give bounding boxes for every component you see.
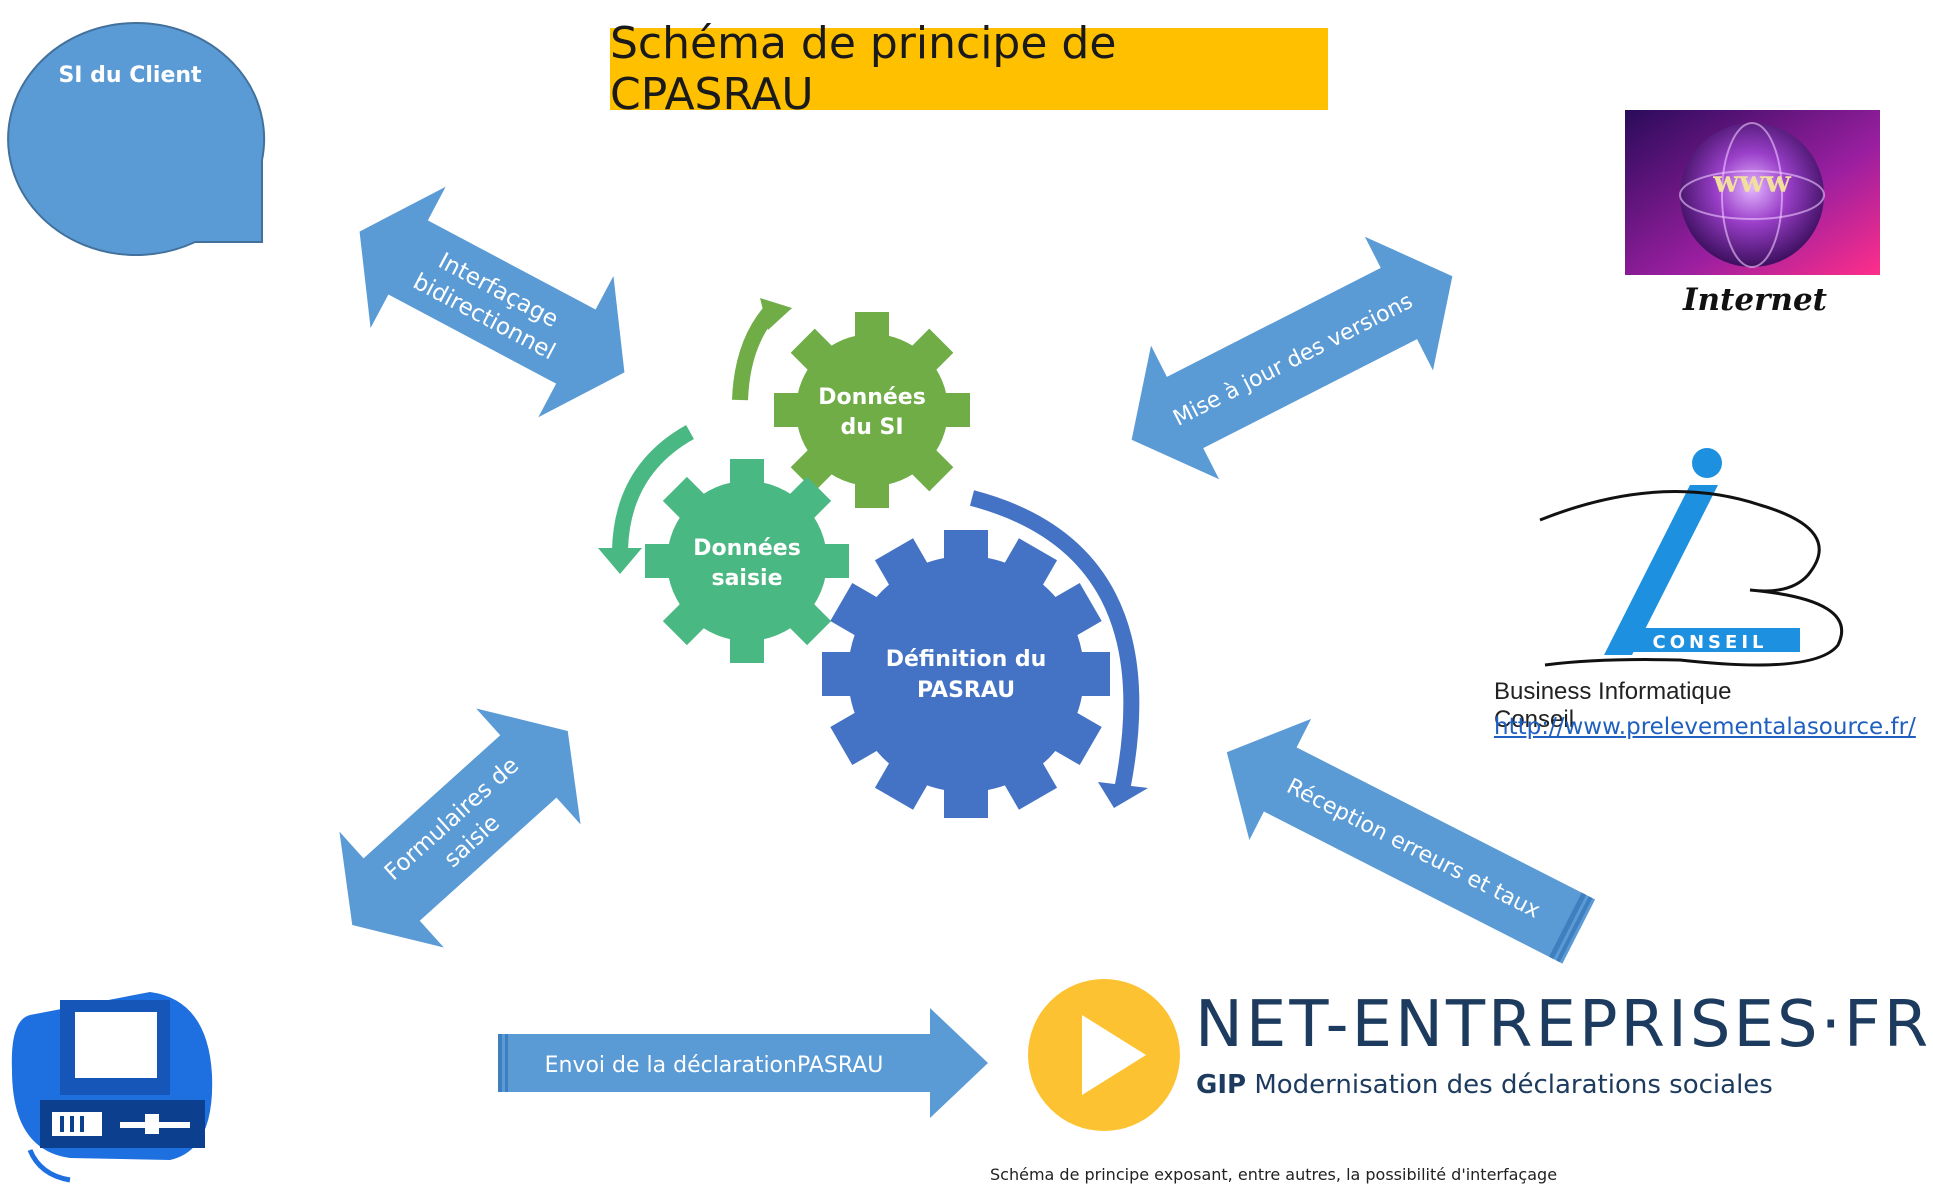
- mise-a-jour-arrow: Mise à jour des versions: [1131, 236, 1453, 480]
- cycle-arrow-teal: [598, 425, 695, 574]
- interfacage-arrow: Interfaçage bidirectionnel: [359, 186, 625, 418]
- si-client-label: SI du Client: [58, 63, 202, 88]
- reception-label: Réception erreurs et taux: [1283, 774, 1544, 924]
- net-entreprises-play-icon: [1028, 979, 1180, 1131]
- net-entreprises-sub-rest: Modernisation des déclarations sociales: [1246, 1070, 1773, 1100]
- gear-donnees-saisie-label-1: Données: [693, 536, 801, 561]
- internet-globe-image: www: [1625, 110, 1880, 275]
- bic-logo-text: CONSEIL: [1652, 632, 1767, 653]
- envoi-label: Envoi de la déclarationPASRAU: [545, 1053, 884, 1078]
- bic-website-link[interactable]: http://www.prelevementalasource.fr/: [1494, 714, 1916, 740]
- bic-logo: CONSEIL: [1539, 448, 1844, 667]
- net-entreprises-name: NET-ENTREPRISES·FR: [1195, 988, 1932, 1062]
- internet-label: Internet: [1683, 282, 1827, 318]
- computer-icon: [11, 992, 213, 1183]
- gear-donnees-si-label-1: Données: [818, 385, 926, 410]
- si-client-bubble: SI du Client: [7, 22, 266, 256]
- cycle-arrow-green: [732, 298, 792, 401]
- net-entreprises-subtitle: GIP Modernisation des déclarations socia…: [1196, 1070, 1933, 1100]
- page-title: Schéma de principe de CPASRAU: [610, 18, 1328, 120]
- cycle-arrow-blue: [969, 490, 1148, 808]
- gear-definition-label-2: PASRAU: [917, 678, 1015, 703]
- bic-company-name: Business Informatique Conseil: [1494, 678, 1732, 733]
- gear-definition-pasrau: Définition du PASRAU: [822, 530, 1110, 818]
- gear-donnees-si: Données du SI: [774, 312, 970, 508]
- gear-donnees-saisie: Données saisie: [645, 459, 849, 663]
- internet-globe-text: www: [1712, 165, 1792, 200]
- gear-donnees-saisie-label-2: saisie: [711, 566, 782, 591]
- gear-donnees-si-label-2: du SI: [840, 415, 903, 440]
- net-entreprises-gip: GIP: [1196, 1070, 1247, 1100]
- envoi-arrow: Envoi de la déclarationPASRAU: [498, 1008, 988, 1118]
- footer-caption: Schéma de principe exposant, entre autre…: [990, 1165, 1558, 1184]
- gear-definition-label-1: Définition du: [886, 647, 1047, 672]
- formulaires-arrow: Formulaires de saisie: [339, 708, 581, 948]
